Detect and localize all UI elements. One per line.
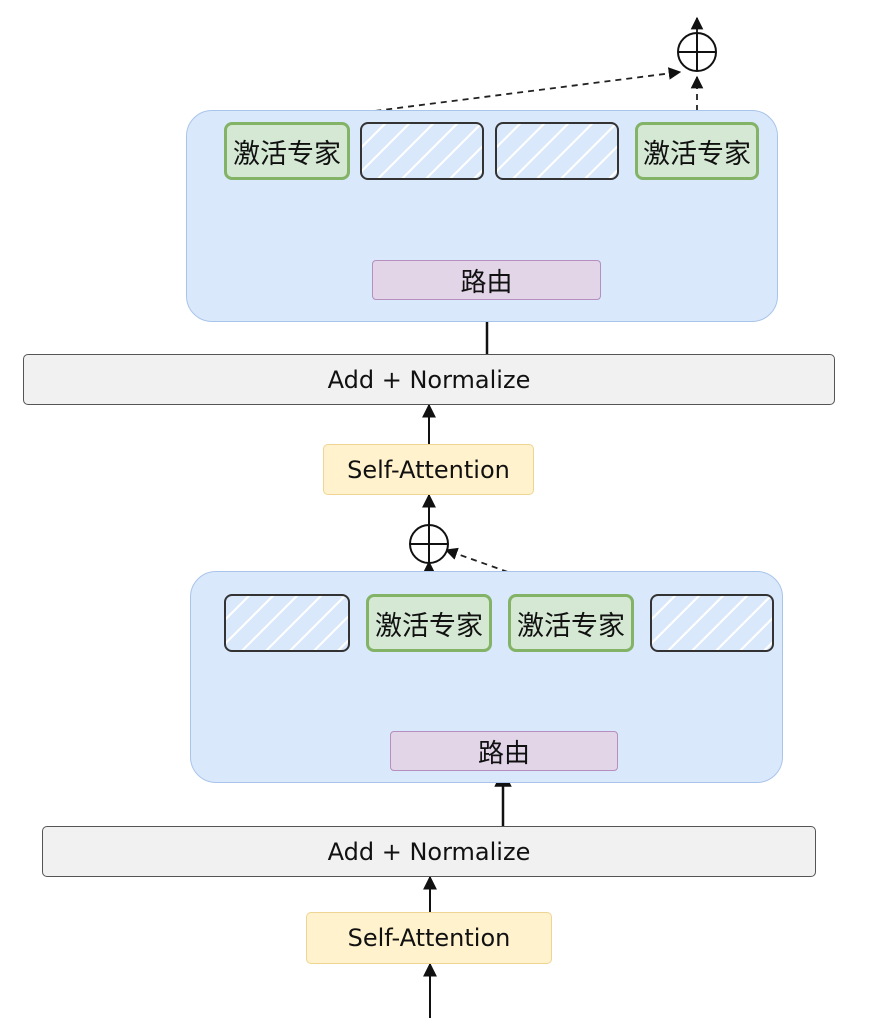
upper-add-normalize-label: Add + Normalize — [327, 365, 531, 394]
lower-add-normalize-label: Add + Normalize — [327, 837, 531, 866]
upper-expert-4-label: 激活专家 — [643, 138, 751, 170]
upper-expert-3-inactive — [495, 122, 619, 180]
upper-router: 路由 — [372, 260, 601, 300]
lower-self-attention: Self-Attention — [306, 912, 552, 964]
lower-expert-2-label: 激活专家 — [375, 610, 483, 642]
upper-expert-1-label: 激活专家 — [233, 138, 341, 170]
upper-expert-1: 激活专家 — [224, 122, 350, 180]
lower-router: 路由 — [390, 731, 618, 771]
lower-add-normalize: Add + Normalize — [42, 826, 816, 877]
lower-expert-3: 激活专家 — [508, 594, 634, 652]
upper-add-normalize: Add + Normalize — [23, 354, 835, 405]
upper-router-label: 路由 — [460, 267, 513, 298]
lower-router-label: 路由 — [477, 738, 530, 769]
lower-sum-node — [409, 524, 449, 564]
lower-self-attention-label: Self-Attention — [347, 924, 511, 952]
lower-expert-2: 激活专家 — [366, 594, 492, 652]
lower-expert-1-inactive — [224, 594, 350, 652]
upper-self-attention-label: Self-Attention — [347, 455, 510, 484]
upper-self-attention: Self-Attention — [323, 444, 534, 495]
upper-expert-2-inactive — [360, 122, 484, 180]
upper-sum-node — [677, 32, 717, 72]
lower-expert-4-inactive — [650, 594, 774, 652]
upper-expert-4: 激活专家 — [635, 122, 759, 180]
lower-expert-3-label: 激活专家 — [517, 610, 625, 642]
